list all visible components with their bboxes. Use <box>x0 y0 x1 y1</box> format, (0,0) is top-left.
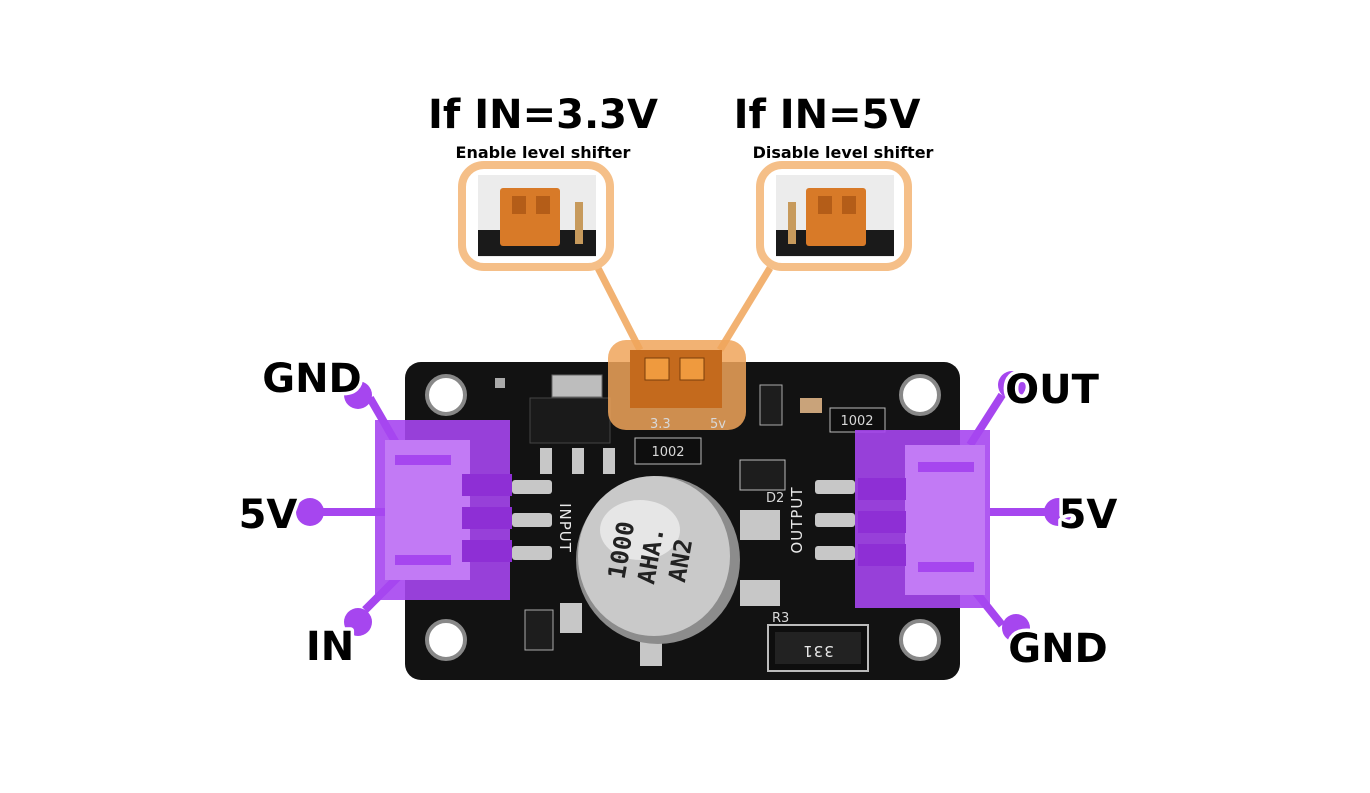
jumper-silk-right: 5v <box>710 417 726 432</box>
jumper-inset-left <box>458 161 614 271</box>
d2-silkscreen: D2 <box>766 491 784 506</box>
jumper-left-subtitle: Enable level shifter <box>456 143 631 162</box>
output-pin-gnd-label: GND <box>1008 626 1108 672</box>
jumper-right-subtitle: Disable level shifter <box>753 143 934 162</box>
jumper-on-board: 3.3 5v <box>608 340 746 432</box>
resistor-mid: 1002 <box>829 407 886 433</box>
jumper-inset-right <box>756 161 912 271</box>
resistor-mid-marking: 1002 <box>840 414 873 429</box>
output-silkscreen: OUTPUT <box>788 486 806 553</box>
input-silkscreen: INPUT <box>556 503 574 553</box>
resistor-bottom: 331 <box>767 624 869 672</box>
jumper-right-title: If IN=5V <box>734 92 921 138</box>
mount-hole-bottom-right <box>899 619 941 661</box>
jumper-silk-left: 3.3 <box>650 417 671 432</box>
resistor-top-marking: 1002 <box>651 445 684 460</box>
r3-silkscreen: R3 <box>772 611 789 626</box>
mount-hole-bottom-left <box>425 619 467 661</box>
input-pin-gnd-label: GND <box>262 356 362 402</box>
jumper-callout-lines <box>594 266 773 352</box>
output-connector <box>855 371 1072 642</box>
input-pin-in-label: IN <box>306 624 354 670</box>
input-connector <box>296 381 512 636</box>
resistor-top: 1002 <box>634 437 702 465</box>
pcb-board: 1002 1002 D2 R3 331 INPUT OUTPUT <box>405 362 960 680</box>
electrolytic-capacitor: 1000 AHA. AN2 <box>576 476 740 666</box>
mount-hole-top-right <box>899 374 941 416</box>
input-pin-5v-label: 5V <box>239 492 298 538</box>
mount-hole-top-left <box>425 374 467 416</box>
resistor-bottom-marking: 331 <box>802 642 834 660</box>
jumper-left-title: If IN=3.3V <box>428 92 658 138</box>
output-pin-out-label: OUT <box>1005 367 1099 413</box>
output-pin-5v-label: 5V <box>1059 492 1118 538</box>
